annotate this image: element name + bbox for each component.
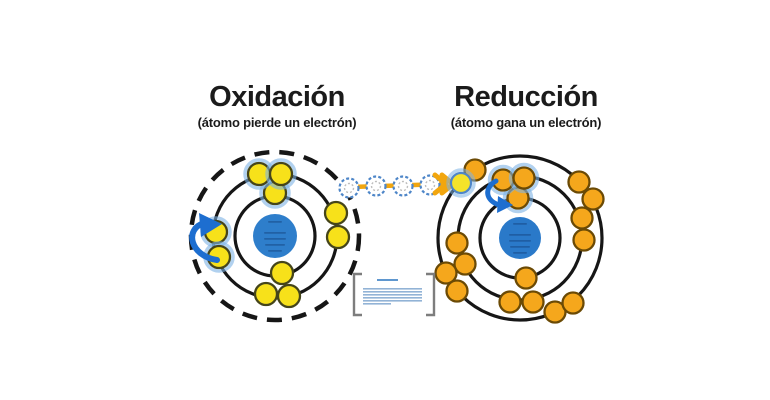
right-atom-electron: [543, 300, 567, 324]
gained-electron: [449, 171, 473, 195]
ghost-electron: [419, 174, 441, 196]
oxidation-title: Oxidación: [209, 81, 345, 113]
right-rotation-arrow: [485, 178, 502, 208]
reduction-title: Reducción: [454, 81, 598, 113]
left-atom-electron: [268, 161, 294, 187]
right-atom-electron: [572, 228, 596, 252]
right-atom-electron: [561, 291, 585, 315]
right-atom-electron: [453, 252, 477, 276]
left-atom-nucleus-text-line: [265, 244, 285, 246]
gained-electron-halo: [446, 168, 476, 198]
right-atom-electron: [445, 279, 469, 303]
right-atom-nucleus-text-line: [509, 240, 531, 242]
left-rotation-arrow: [189, 220, 220, 263]
left-atom-nucleus-text-line: [268, 221, 282, 223]
right-atom-electron: [514, 266, 538, 290]
right-atom-orbit-3: [436, 154, 604, 322]
oxidation-subtitle: (átomo pierde un electrón): [197, 115, 357, 130]
left-atom-electron: [276, 283, 302, 309]
left-atom-nucleus-text-line: [264, 238, 286, 240]
ghost-electron-inner: [424, 179, 436, 191]
left-atom-electron: [325, 224, 351, 250]
reduction-heading: Reducción (átomo gana un electrón): [406, 80, 646, 130]
ghost-electron-inner: [343, 182, 355, 194]
right-atom-nucleus-text-line: [510, 246, 530, 248]
right-atom-electron: [581, 187, 605, 211]
annotation-bracket-right: [426, 272, 436, 317]
ghost-electron: [392, 175, 414, 197]
left-atom-nucleus-text-line: [268, 250, 282, 252]
annotation-text-line: [363, 300, 422, 302]
oxidation-heading: Oxidación (átomo pierde un electrón): [157, 80, 397, 130]
ghost-electron: [365, 175, 387, 197]
right-atom-nucleus-text-line: [513, 223, 527, 225]
ghost-electron-inner: [370, 180, 382, 192]
annotation-text-line: [363, 288, 422, 290]
ghost-electron-inner: [397, 180, 409, 192]
annotation-text-line: [363, 297, 422, 299]
left-atom-electron: [269, 260, 295, 286]
left-atom-electron-halo: [265, 158, 297, 190]
left-atom-electron: [253, 281, 279, 307]
annotation-text-line: [363, 291, 422, 293]
right-atom-electron: [498, 290, 522, 314]
right-atom-nucleus-text-line: [513, 252, 527, 254]
right-atom-electron: [521, 290, 545, 314]
left-atom-nucleus: [253, 214, 297, 258]
right-atom-electron: [445, 231, 469, 255]
annotation-text-line: [363, 294, 422, 296]
right-atom-electron-halo: [508, 162, 540, 194]
right-atom-nucleus-text-line: [509, 234, 531, 236]
right-atom-electron: [570, 206, 594, 230]
right-rotation-arrow-head: [497, 196, 513, 213]
left-atom-nucleus-text-line: [264, 232, 286, 234]
ghost-electron: [338, 177, 360, 199]
right-atom-electron: [567, 170, 591, 194]
annotation-text-line: [363, 303, 391, 305]
right-atom-electron: [512, 166, 536, 190]
right-atom-electron: [434, 261, 458, 285]
left-atom-electron: [323, 200, 349, 226]
left-rotation-arrow-head: [199, 213, 222, 237]
annotation-title-line: [377, 279, 398, 281]
right-atom-nucleus: [499, 217, 541, 259]
reduction-subtitle: (átomo gana un electrón): [450, 115, 602, 130]
annotation-bracket-left: [352, 272, 362, 317]
transfer-arrow-icon: [432, 172, 449, 196]
